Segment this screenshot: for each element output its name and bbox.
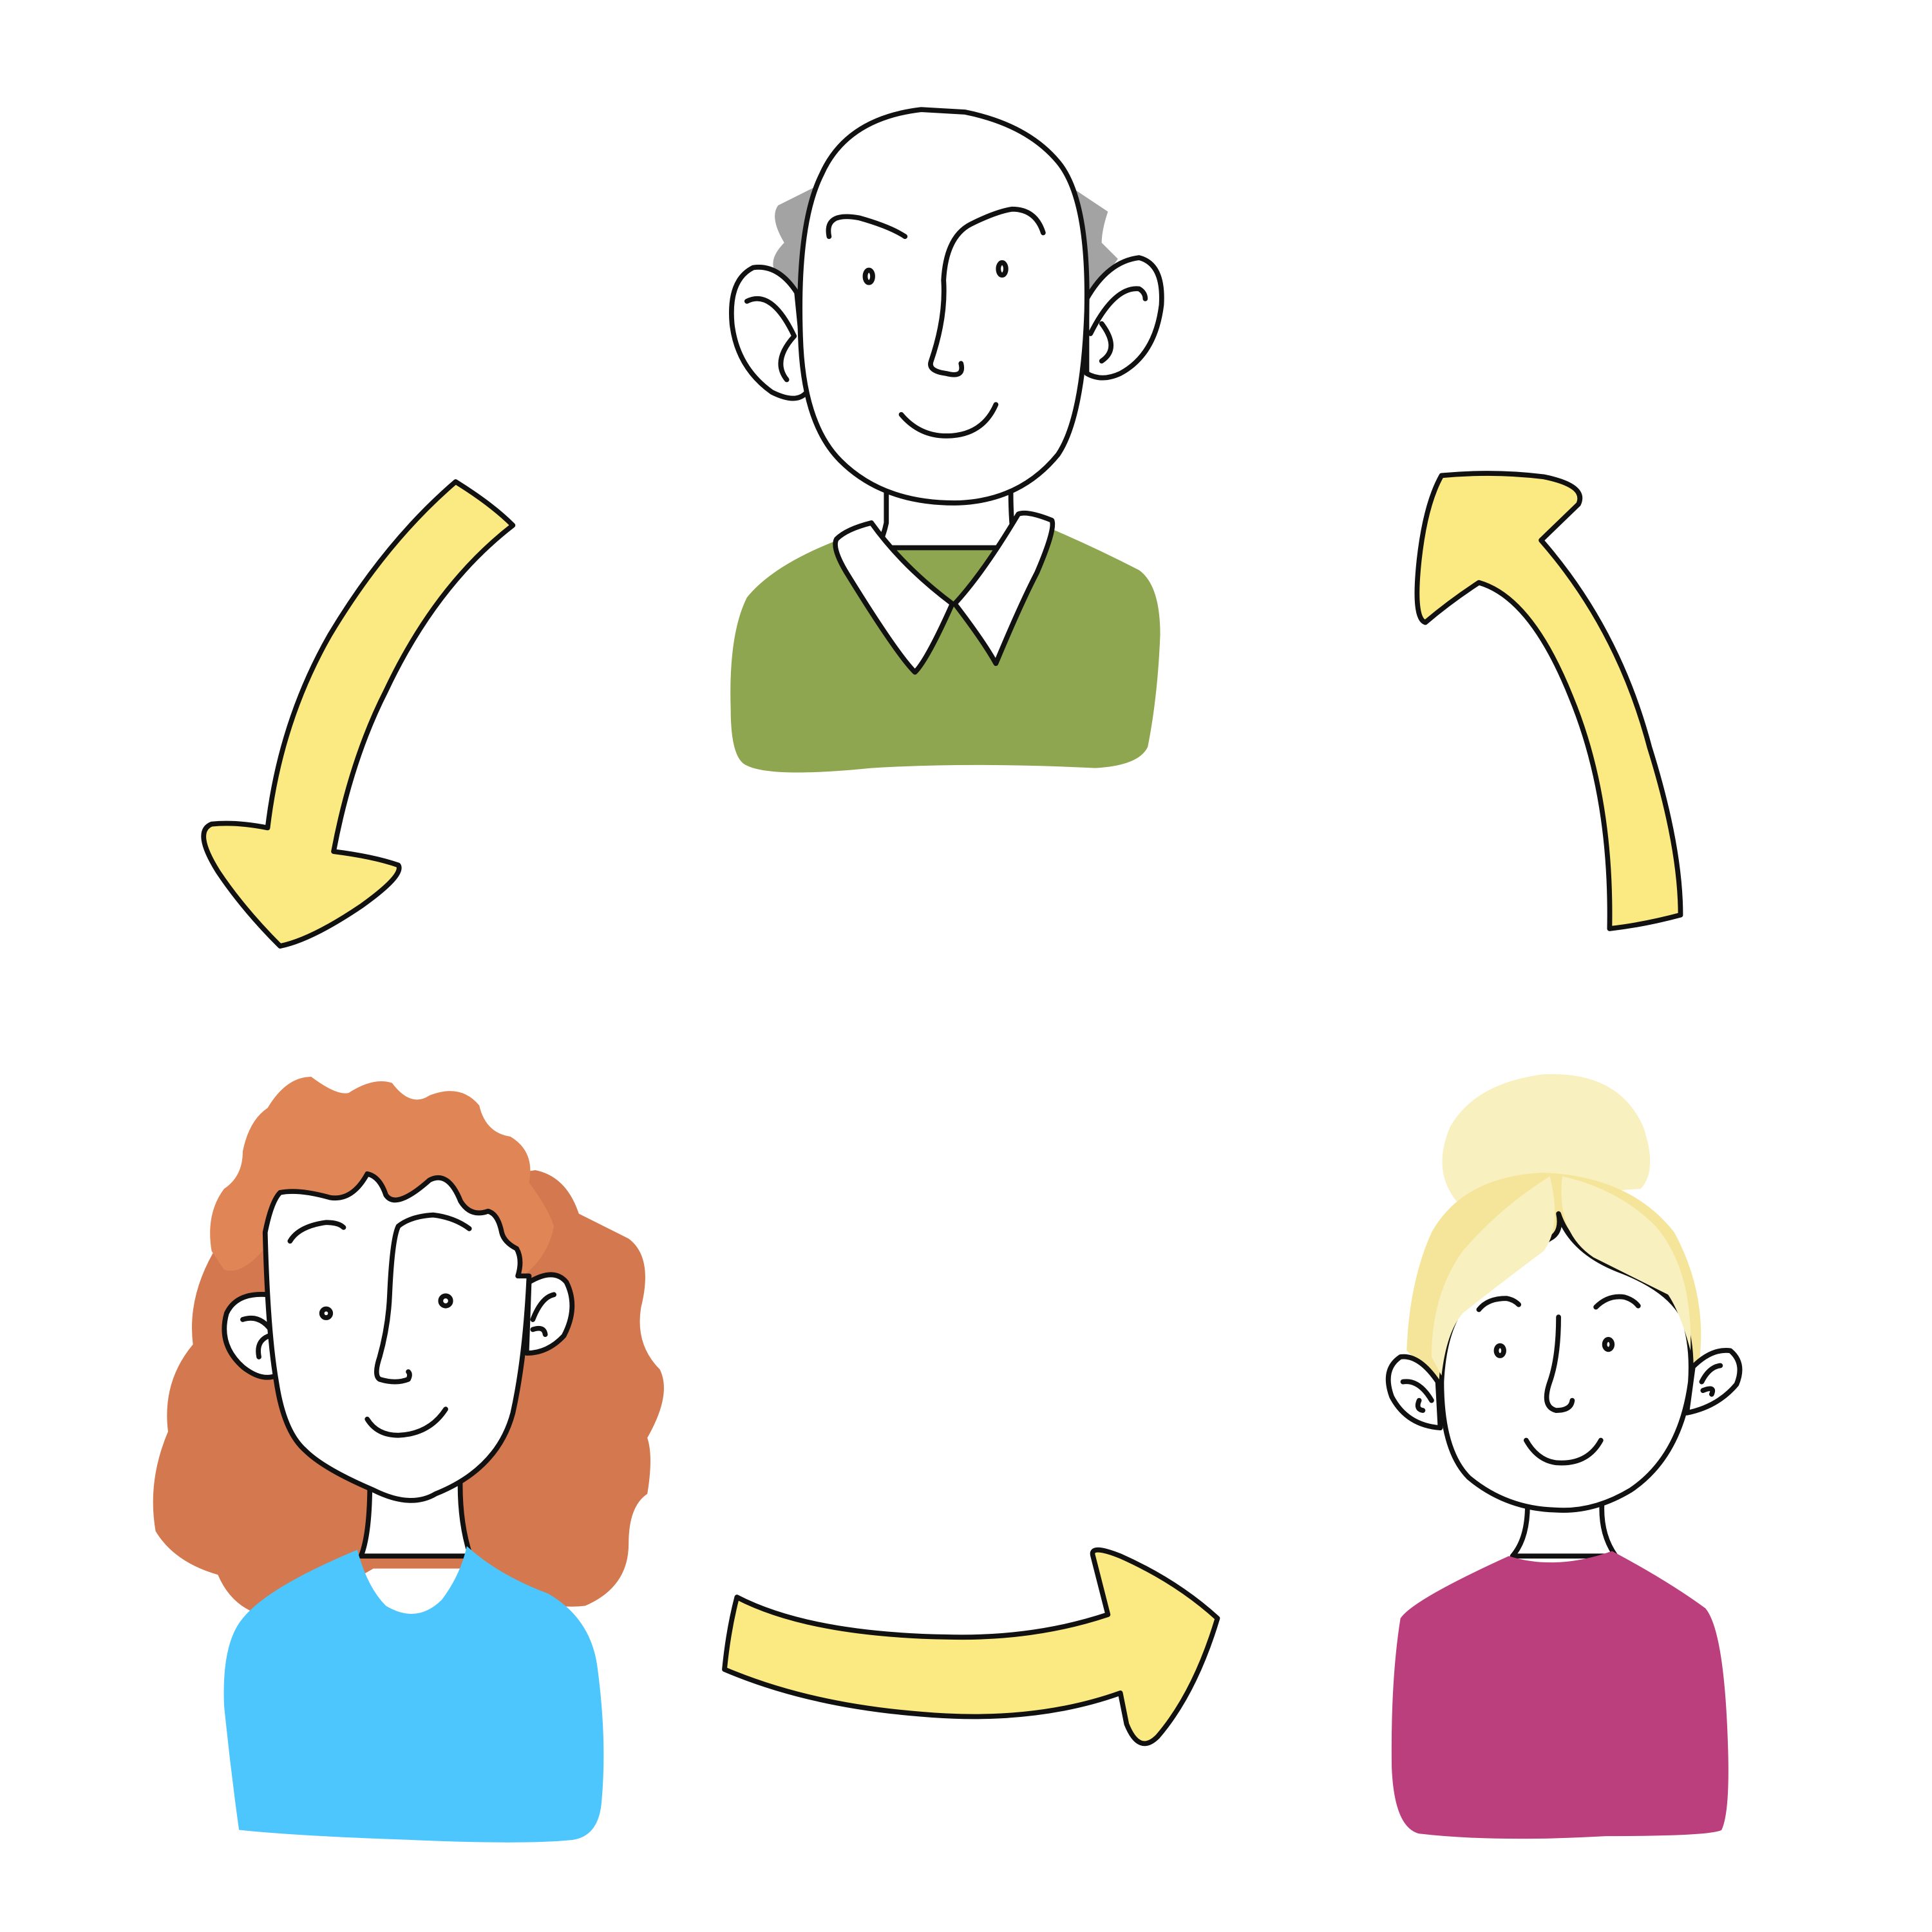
man-mouth <box>898 402 999 439</box>
person-top-man <box>729 107 1164 773</box>
man-ear-left <box>729 265 810 401</box>
left-woman-ear-right-detail <box>530 1292 557 1338</box>
man-collar-left <box>833 520 955 675</box>
right-woman-fringe <box>1431 1176 1691 1376</box>
arrow-left-to-right <box>722 1547 1220 1747</box>
right-woman-nose <box>1544 1314 1575 1413</box>
right-woman-eye-left <box>1493 1343 1506 1358</box>
right-woman-eyebrow-left <box>1476 1296 1522 1312</box>
person-bottom-left-woman <box>153 1077 664 1842</box>
left-woman-mouth <box>365 1406 448 1438</box>
left-woman-shirt <box>223 1546 604 1842</box>
man-ear-left-detail <box>744 296 797 383</box>
left-woman-eyebrow-left <box>287 1220 346 1244</box>
man-collar-right <box>952 510 1056 667</box>
right-woman-eye-right <box>1602 1337 1615 1352</box>
left-woman-ear-right <box>524 1272 575 1356</box>
right-woman-eyebrow-right <box>1593 1294 1641 1310</box>
left-woman-eye-left <box>319 1306 334 1320</box>
man-eye-right <box>996 260 1009 278</box>
man-eyebrow-right <box>928 206 1046 377</box>
right-woman-ear-left-detail <box>1400 1379 1434 1413</box>
person-bottom-right-woman <box>1385 1074 1743 1839</box>
right-woman-ear-right-detail <box>1699 1363 1723 1397</box>
arrow-right-to-top <box>1414 471 1683 931</box>
man-ear-right <box>1084 255 1164 381</box>
left-woman-face <box>262 1171 532 1503</box>
right-woman-ear-right <box>1684 1347 1743 1416</box>
right-woman-hair-bun <box>1442 1074 1651 1202</box>
man-ear-right-detail <box>1088 286 1148 364</box>
right-woman-shirt <box>1391 1551 1728 1839</box>
left-woman-ear-left <box>222 1292 279 1380</box>
man-shirt <box>730 529 1160 773</box>
arrow-top-to-left <box>201 479 516 949</box>
left-woman-eye-right <box>438 1293 453 1309</box>
man-eye-left <box>862 267 875 285</box>
man-hair <box>773 186 1118 299</box>
left-woman-eyebrow-right <box>374 1212 472 1385</box>
right-woman-mouth <box>1523 1437 1604 1466</box>
man-eyebrow-left <box>826 214 908 240</box>
right-woman-ear-left <box>1385 1354 1443 1431</box>
